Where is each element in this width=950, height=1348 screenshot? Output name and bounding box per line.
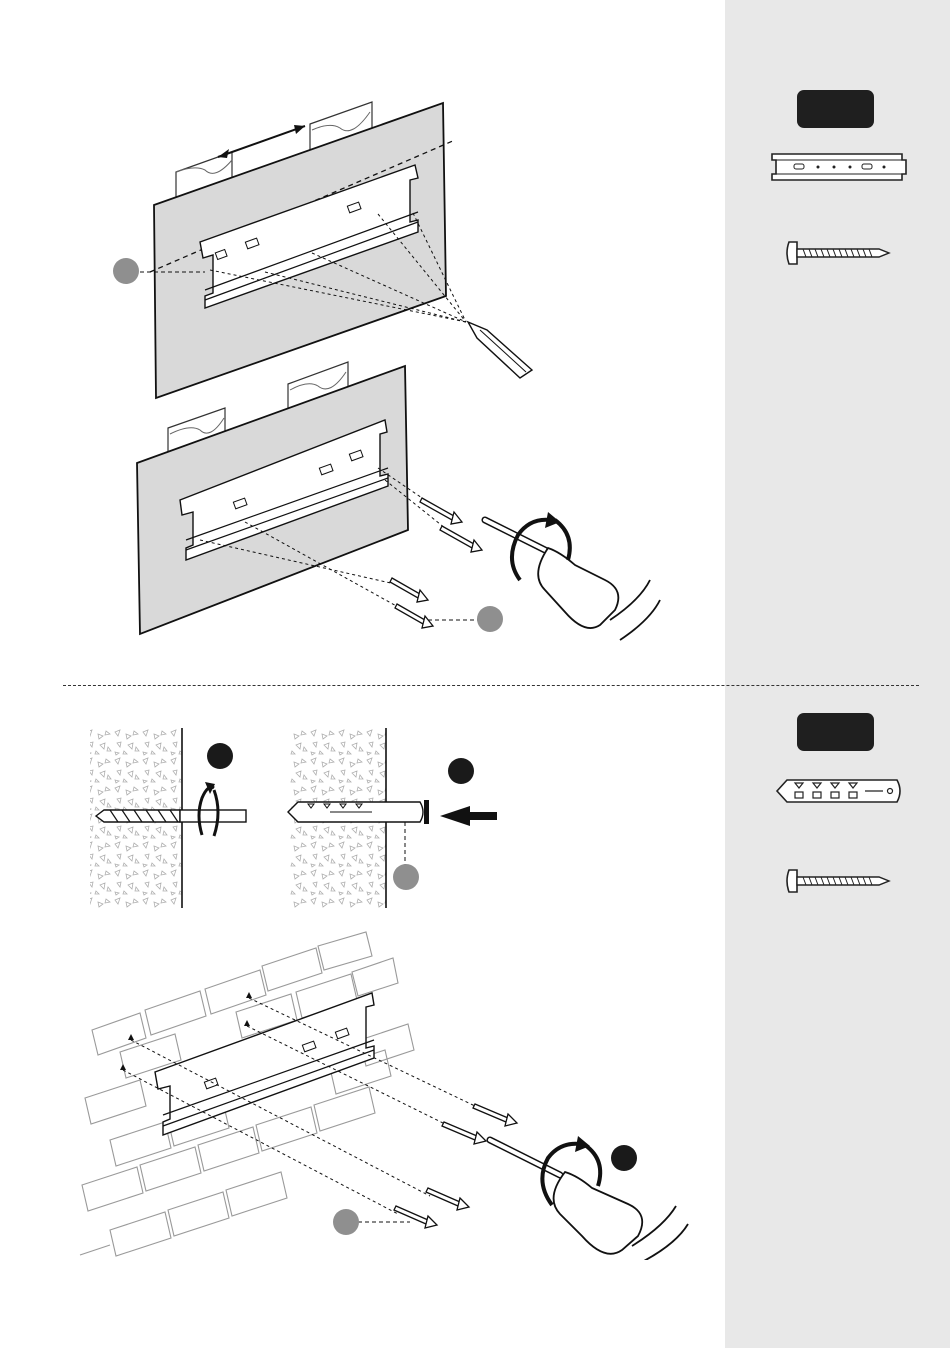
- callout-screw-top: [477, 606, 503, 632]
- wood-screw-icon: [783, 238, 893, 268]
- figure-screw-bracket-brick: [75, 930, 695, 1260]
- callout-bracket-top: [113, 258, 139, 284]
- callout-screw-bottom: [333, 1209, 359, 1235]
- callout-insert-plug: [448, 758, 474, 784]
- callout-drill: [207, 743, 233, 769]
- mounting-rail-icon: [768, 148, 908, 186]
- figure-screw-bracket-studs: [130, 360, 670, 650]
- figure-mark-holes: [100, 95, 560, 405]
- parts-sidebar: [725, 0, 950, 1348]
- callout-screwdriver: [611, 1145, 637, 1171]
- wall-plug-icon: [773, 774, 905, 808]
- parts-badge-top: [797, 90, 874, 128]
- callout-wall-plug: [393, 864, 419, 890]
- section-divider: [63, 685, 919, 686]
- wood-screw-icon: [783, 866, 893, 896]
- parts-badge-bottom: [797, 713, 874, 751]
